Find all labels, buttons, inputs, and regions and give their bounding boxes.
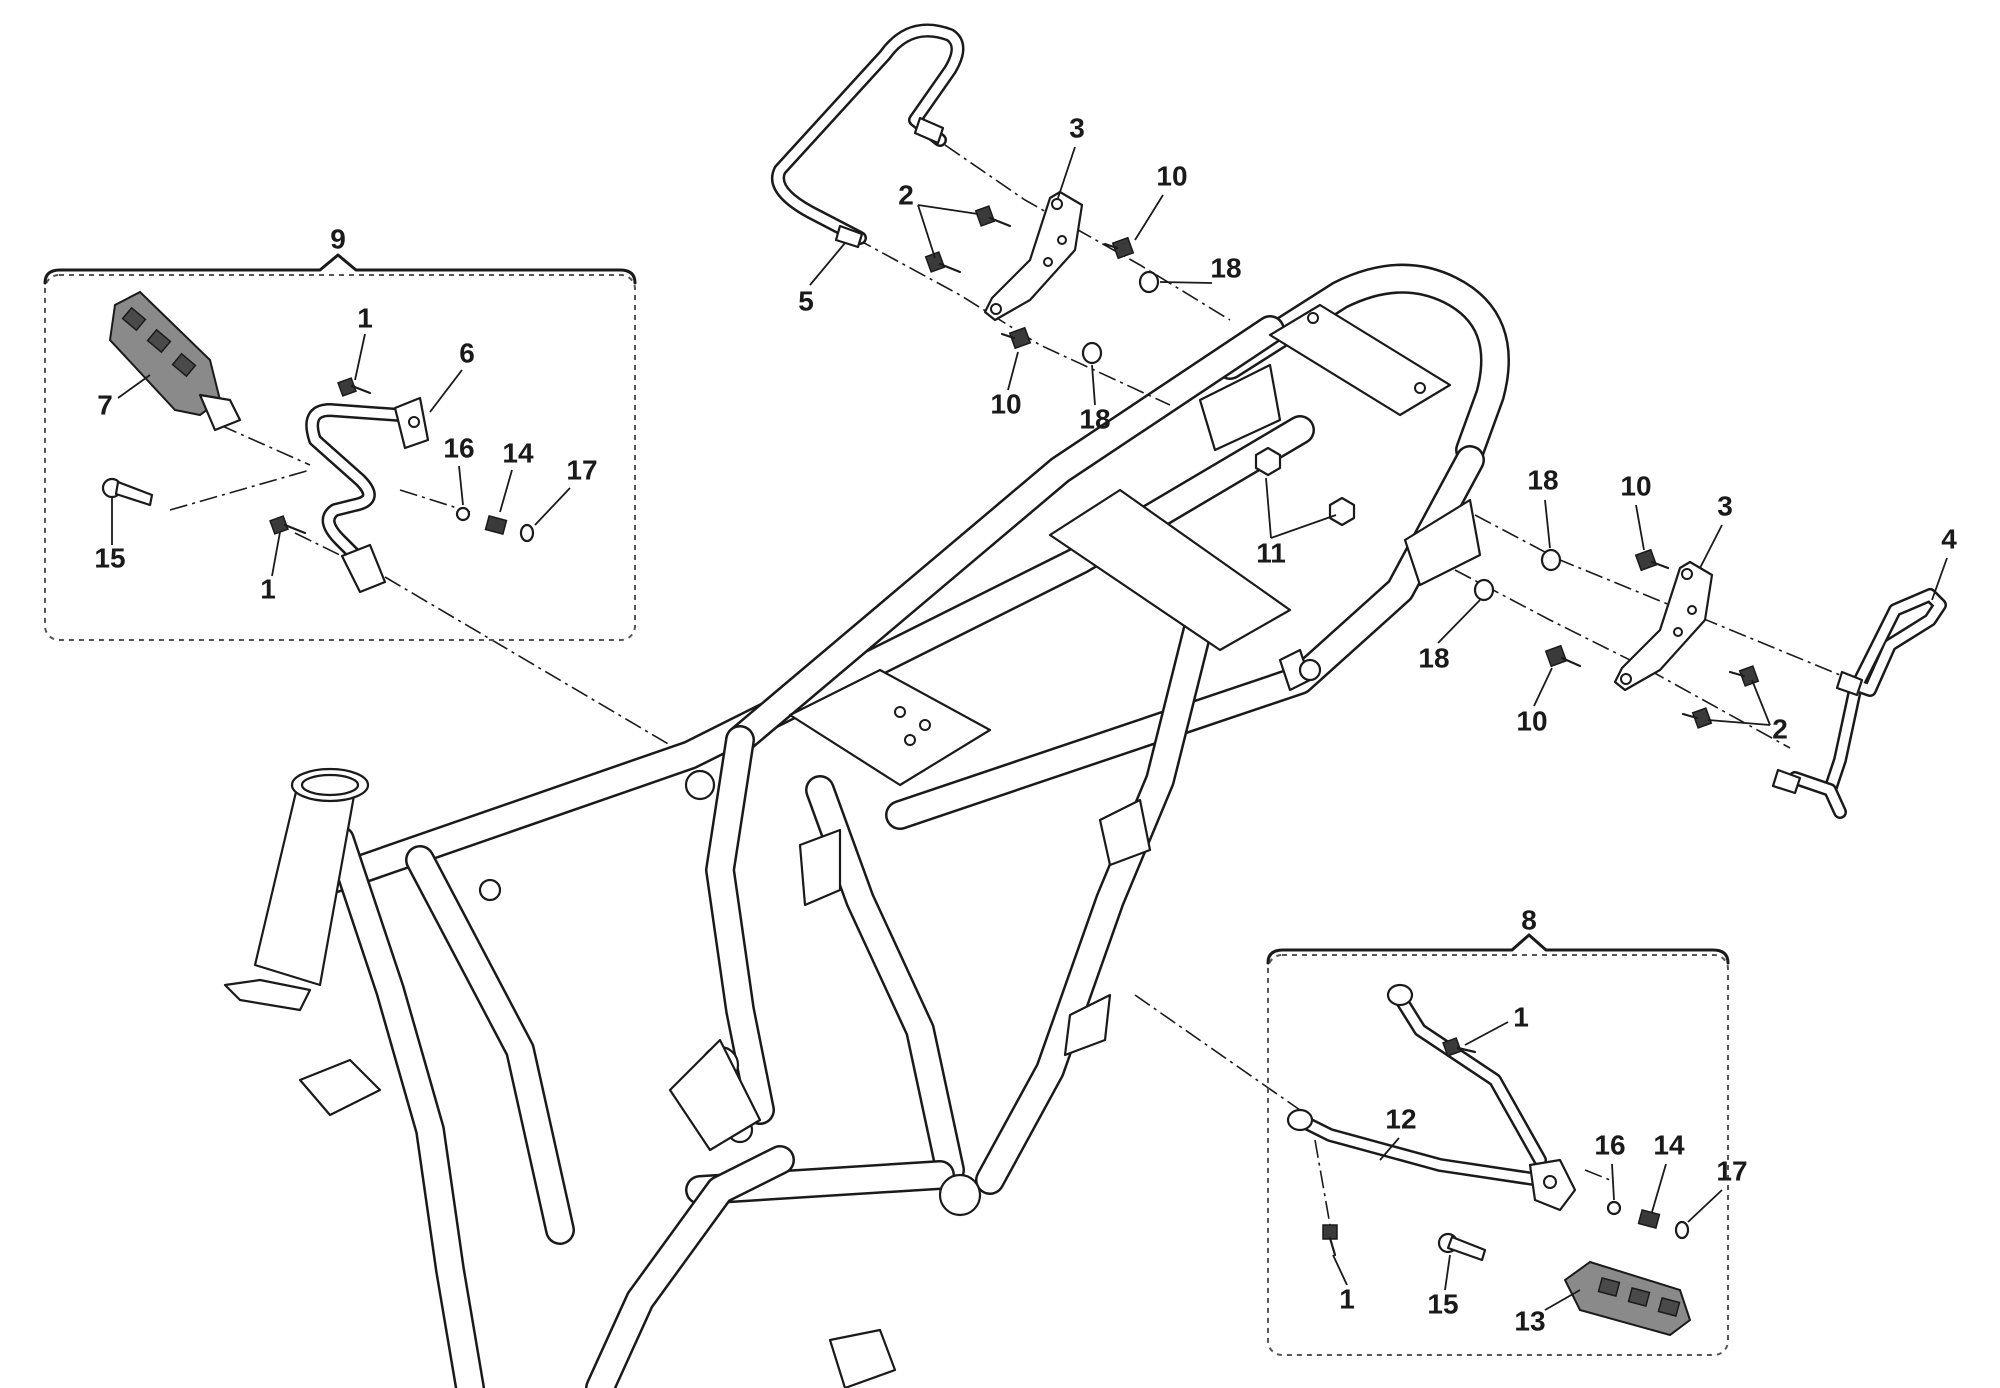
callout-c17-b: 17 (1716, 1155, 1747, 1186)
passenger-footrest-right-group (1266, 933, 1730, 1356)
mounting-bracket-right (1613, 560, 1714, 692)
callout-c14-b: 14 (1653, 1129, 1685, 1160)
footrest-rubber (108, 290, 242, 432)
bolt-10-upper-b (1000, 326, 1032, 350)
circlip-right (1674, 1220, 1690, 1240)
bolt-right-upper (1442, 1037, 1477, 1057)
footrest-bracket (305, 396, 430, 594)
bolt-2-upper-a (974, 205, 1012, 228)
callout-c10-a: 10 (1156, 160, 1187, 191)
bolt-upper (337, 377, 372, 397)
callout-c16-b: 16 (1594, 1129, 1625, 1160)
callout-c1-d: 1 (1339, 1283, 1355, 1314)
bolt-10-right-a (1634, 548, 1670, 572)
footrest-bracket-right (1286, 983, 1577, 1212)
callout-c10-b: 10 (990, 388, 1021, 419)
detent-ball (455, 506, 471, 522)
leader-lines (111, 146, 1948, 1311)
callout-c1-b: 1 (260, 573, 276, 604)
callout-c8-group: 8 (1521, 904, 1537, 935)
bolt-10-right-b (1544, 644, 1582, 668)
bolt-2-right-a (1728, 665, 1760, 687)
grab-handle-right (1771, 588, 1947, 819)
callout-c17-a: 17 (566, 454, 597, 485)
mounting-bracket-upper (983, 190, 1084, 322)
passenger-footrest-left-group (43, 253, 637, 641)
pivot-pin (101, 477, 154, 507)
callout-c12: 12 (1385, 1103, 1416, 1134)
callout-c18-a: 18 (1210, 252, 1241, 283)
circlip (519, 523, 535, 543)
grab-handle-left (771, 23, 965, 249)
washer-18-right-b (1473, 578, 1495, 602)
detent-spring-right (1637, 1208, 1661, 1230)
callout-c16-a: 16 (443, 432, 474, 463)
callout-c18-c: 18 (1527, 464, 1558, 495)
bolt-2-upper-b (924, 251, 962, 274)
callout-c1-a: 1 (357, 302, 373, 333)
callout-c14-a: 14 (502, 437, 534, 468)
bolt-right-lower (1322, 1224, 1338, 1257)
callout-c11: 11 (1256, 537, 1286, 568)
footrest-rubber-right (1563, 1260, 1692, 1337)
assembly-lines (169, 144, 1841, 1226)
callout-c10-c: 10 (1620, 470, 1651, 501)
callout-c3-a: 3 (1069, 112, 1085, 143)
callout-c3-b: 3 (1717, 490, 1733, 521)
callout-c4: 4 (1941, 523, 1957, 554)
detent-ball-right (1606, 1200, 1622, 1216)
bolt-2-right-b (1681, 707, 1713, 729)
callout-c2-a: 2 (898, 179, 914, 210)
pivot-pin-right (1437, 1232, 1487, 1262)
callout-c2-b: 2 (1772, 713, 1788, 744)
callout-c6-a: 6 (459, 337, 475, 368)
washer-18-right-a (1540, 548, 1562, 572)
callout-c15-a: 15 (94, 542, 125, 573)
callout-c5: 5 (798, 285, 814, 316)
callout-c1-c: 1 (1513, 1001, 1529, 1032)
bolt-lower (269, 515, 307, 535)
detent-spring (484, 514, 508, 536)
callout-c18-d: 18 (1418, 642, 1449, 673)
callout-c7: 7 (97, 389, 113, 420)
callout-c15-b: 15 (1427, 1288, 1458, 1319)
callout-c18-b: 18 (1079, 403, 1110, 434)
callout-c13: 13 (1514, 1305, 1545, 1336)
washer-18-upper-a (1138, 270, 1160, 294)
callout-c10-d: 10 (1516, 705, 1547, 736)
washer-18-upper-b (1081, 341, 1103, 365)
callout-c9-group: 9 (330, 223, 346, 254)
bolt-10-upper-a (1103, 236, 1135, 260)
motorcycle-frame (223, 263, 1510, 1388)
